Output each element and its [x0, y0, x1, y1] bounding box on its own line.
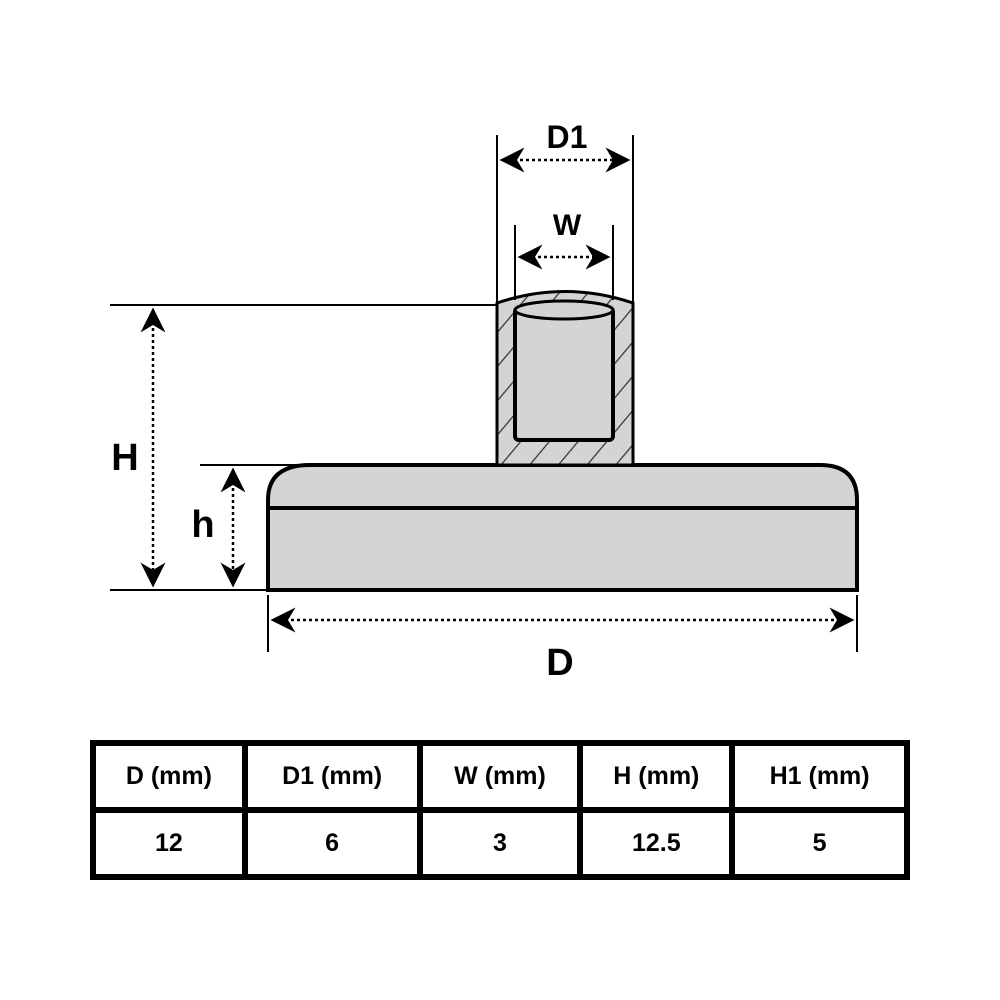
label-D1: D1 [547, 119, 588, 155]
label-h: h [191, 504, 214, 546]
value-cell: 12.5 [583, 813, 730, 874]
label-D: D [546, 642, 573, 684]
header-cell: H (mm) [583, 746, 730, 807]
label-W: W [553, 209, 582, 242]
dimensions-table: D (mm) D1 (mm) W (mm) H (mm) H1 (mm) 12 … [90, 740, 910, 880]
table-row: 12 6 3 12.5 5 [96, 813, 904, 874]
value-cell: 5 [735, 813, 904, 874]
header-cell: W (mm) [422, 746, 578, 807]
label-H: H [111, 437, 138, 479]
magnet-base [266, 463, 859, 592]
header-cell: D1 (mm) [247, 746, 417, 807]
table-header-row: D (mm) D1 (mm) W (mm) H (mm) H1 (mm) [96, 746, 904, 807]
value-cell: 6 [247, 813, 417, 874]
header-cell: H1 (mm) [735, 746, 904, 807]
value-cell: 3 [422, 813, 578, 874]
header-cell: D (mm) [96, 746, 242, 807]
value-cell: 12 [96, 813, 242, 874]
inner-bore [513, 306, 615, 442]
